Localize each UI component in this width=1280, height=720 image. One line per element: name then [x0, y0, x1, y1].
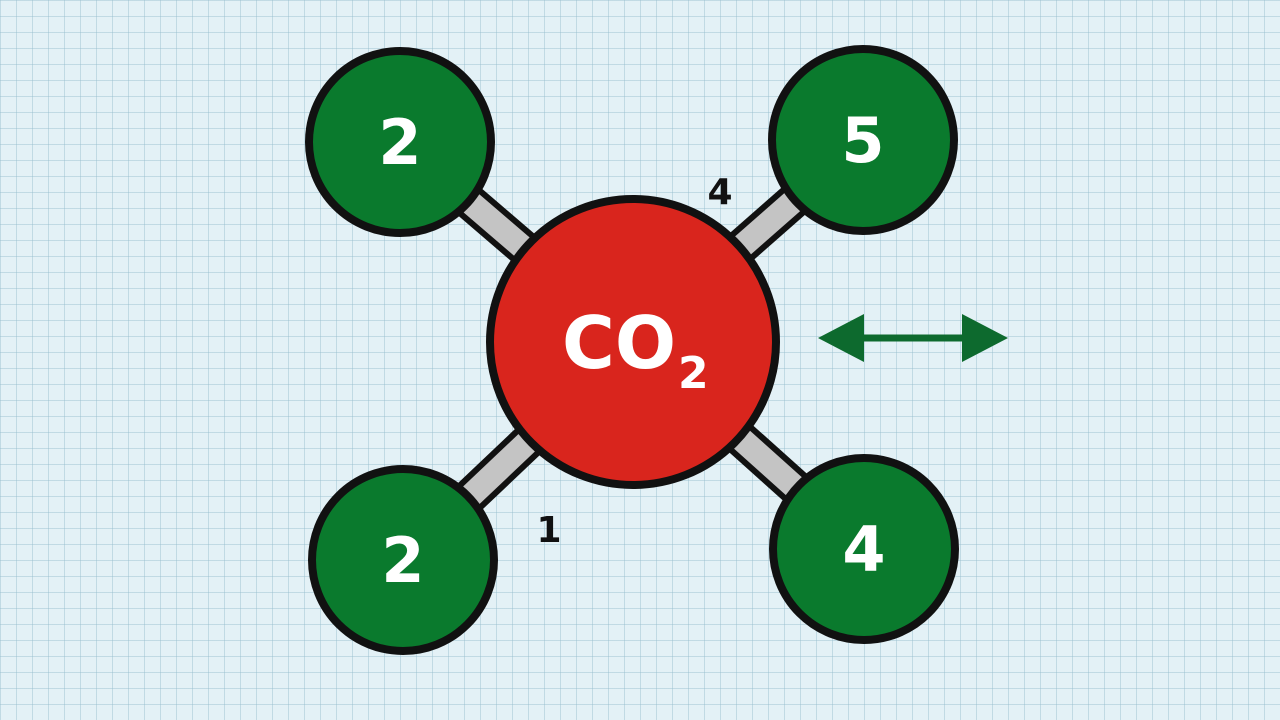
atom-top-left: 2 [305, 47, 495, 237]
atom-top-left-label: 2 [378, 106, 421, 179]
double-headed-arrow-icon [818, 314, 1008, 362]
atom-bottom-right-circle [769, 454, 959, 644]
center-formula-subscript: 2 [678, 348, 709, 399]
atom-bottom-right-label: 4 [842, 513, 885, 586]
atom-bottom-left-label: 2 [381, 524, 424, 597]
atom-bottom-left-circle [308, 465, 498, 655]
center-atom-formula: CO2 [562, 301, 709, 399]
center-formula-main: CO [562, 301, 676, 385]
atom-top-right: 5 [768, 45, 958, 235]
atom-top-right-label: 5 [841, 104, 884, 177]
atom-top-right-circle [768, 45, 958, 235]
atom-bottom-left: 2 [308, 465, 498, 655]
bond-label-top-right: 4 [707, 172, 732, 213]
center-atom-circle [486, 195, 780, 489]
atom-bottom-right: 4 [769, 454, 959, 644]
atom-top-left-circle [305, 47, 495, 237]
bond-label-bottom-left: 1 [536, 510, 561, 551]
center-atom-co2: CO2 [486, 195, 780, 489]
